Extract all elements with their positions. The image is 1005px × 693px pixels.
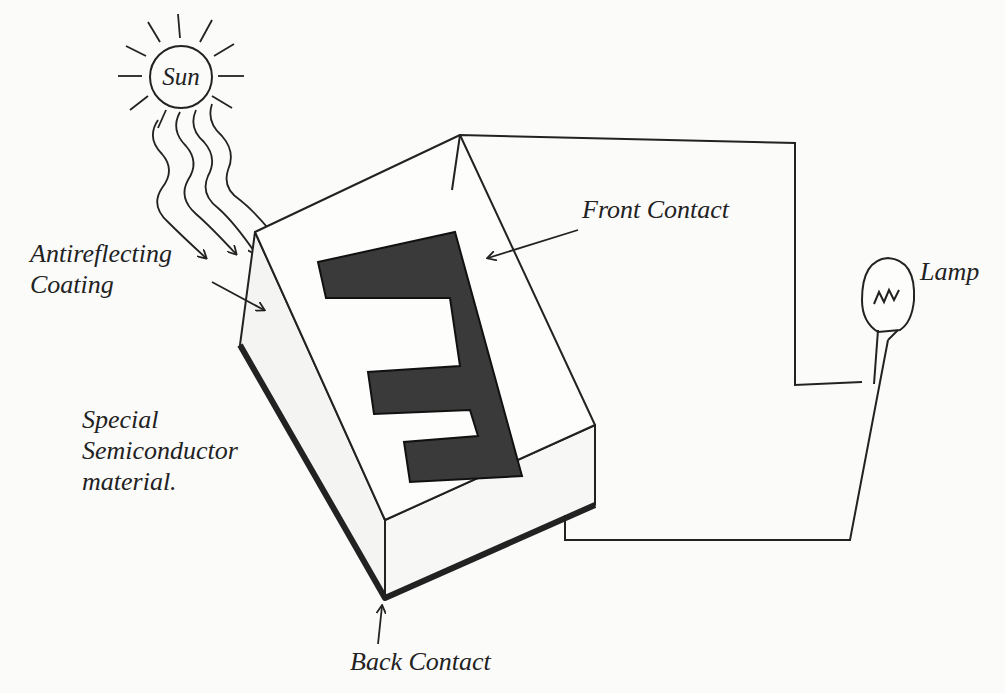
circuit-wire xyxy=(452,135,888,540)
sun-circle: Sun xyxy=(149,45,213,109)
part-label: Front Contact xyxy=(582,194,752,225)
front-contact-grid xyxy=(318,232,522,482)
sun-rays xyxy=(118,14,244,128)
part-label: Special Semiconductor material. xyxy=(82,404,272,498)
lamp-symbol xyxy=(862,258,914,384)
part-label: Lamp xyxy=(920,256,1000,287)
node-text: Sun xyxy=(162,63,200,92)
part-label: Back Contact xyxy=(350,646,570,677)
solar-cell-block xyxy=(240,135,595,598)
leader-arrows xyxy=(212,230,578,644)
part-label: Antireflecting Coating xyxy=(30,238,215,300)
